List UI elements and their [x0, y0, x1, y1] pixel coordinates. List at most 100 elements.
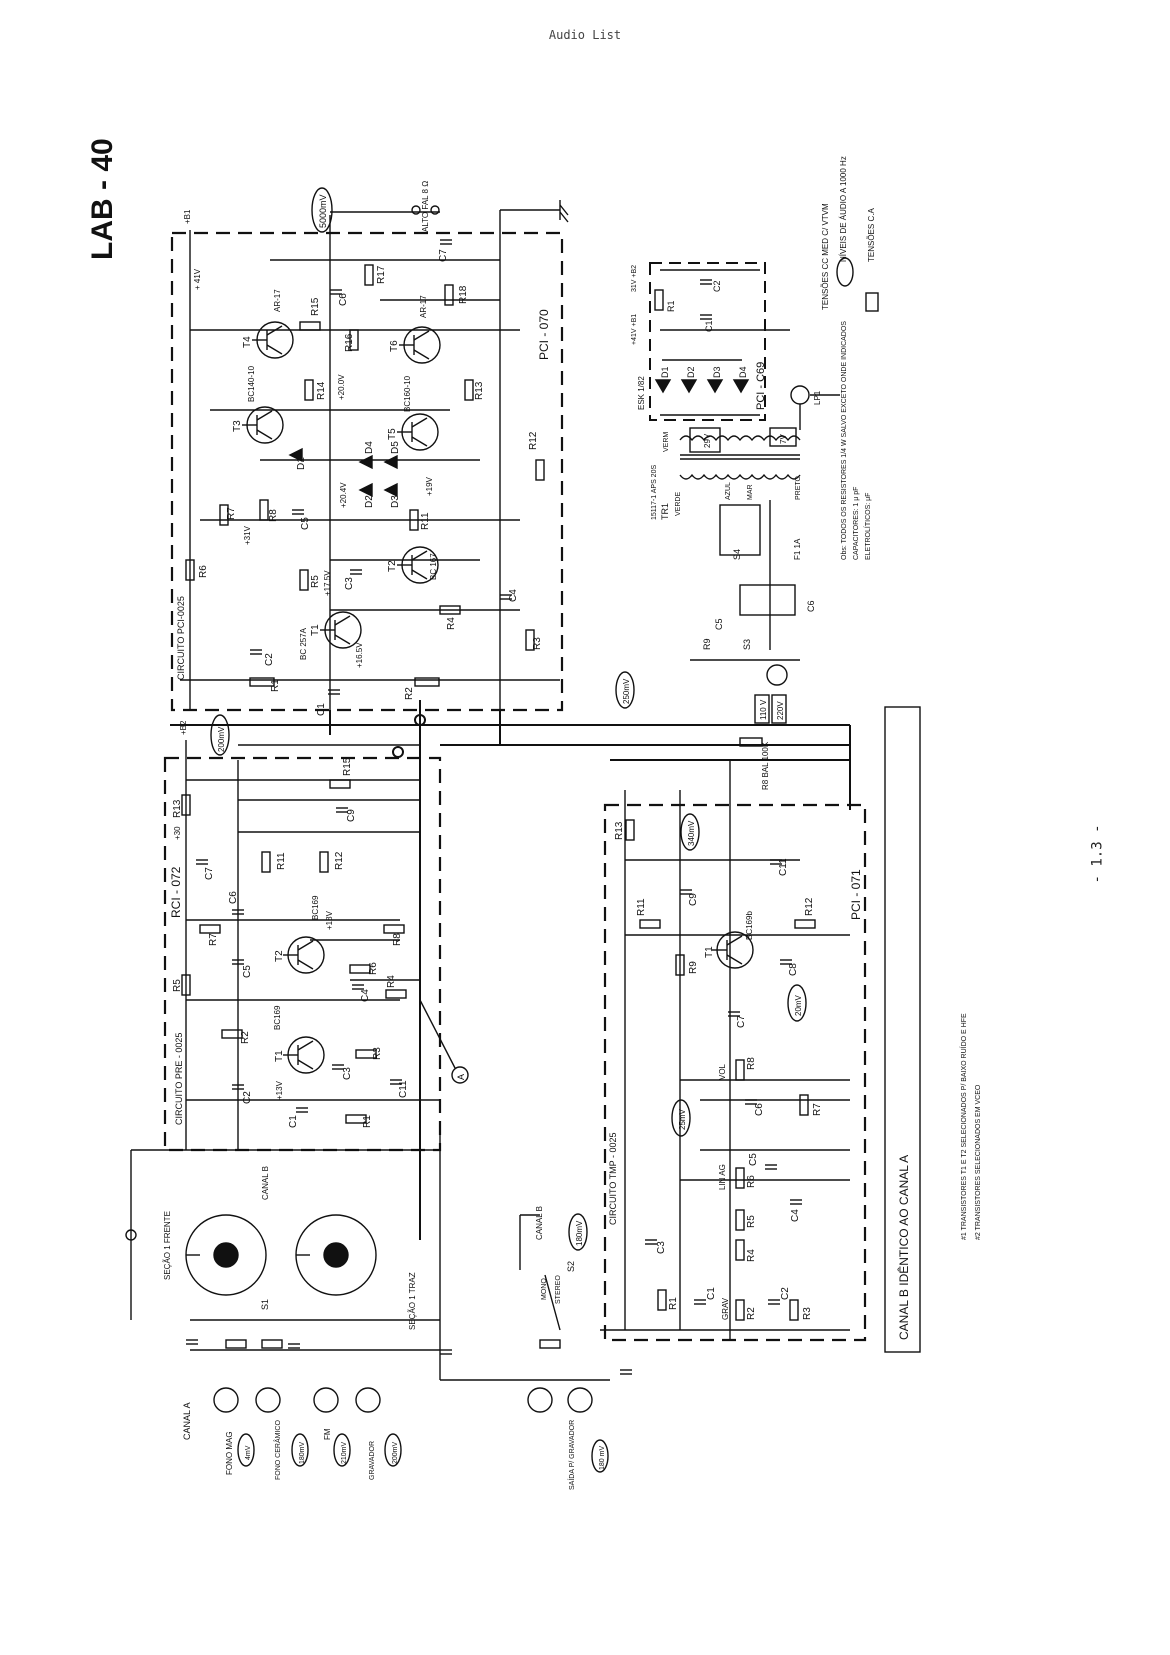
preamp-c1 — [296, 1107, 308, 1113]
t5-label: T5 — [387, 428, 398, 440]
preamp-r13-label: R13 — [172, 799, 183, 818]
power-amp-board-label: PCI - 070 — [537, 309, 551, 360]
power-amp-board: PCI - 070 CIRCUITO PCI-0025 — [170, 181, 569, 740]
capacitor-c2 — [250, 649, 262, 655]
preamp-r6 — [349, 964, 371, 974]
preamp-r1 — [345, 1114, 367, 1124]
preamp-c3-label: C3 — [342, 1067, 353, 1080]
capacitor-c6 — [330, 289, 342, 295]
resistor-r6 — [185, 559, 195, 581]
preamp-r12 — [319, 851, 329, 873]
c5-label: C5 — [300, 517, 311, 530]
psu-d4-label: D4 — [738, 366, 748, 378]
r2-label: R2 — [404, 687, 415, 700]
tone-circuit-label: CIRCUITO TMP - 0025 — [608, 1132, 618, 1225]
note-capacitores: CAPACITORES: 1 μ pF — [853, 487, 860, 560]
tone-c9 — [680, 889, 692, 895]
jack-saida-2[interactable] — [567, 1387, 593, 1413]
preamp-c7 — [196, 859, 208, 865]
label-gravador: GRAVADOR — [369, 1441, 376, 1480]
psu-tr1: TR1 — [660, 503, 670, 520]
preamp-c9-label: C9 — [346, 809, 357, 822]
t2-type: BC 167 — [429, 553, 438, 580]
label-fono-mag: FONO MAG — [225, 1431, 234, 1475]
note-tensoes-ca: TENSÕES C.A — [867, 208, 876, 262]
preamp-c9 — [336, 807, 348, 813]
mains-110-box — [754, 694, 770, 724]
label-saida: SAÍDA P/ GRAVADOR — [567, 1420, 576, 1490]
input-section: CANAL A FONO MAG 4mV FONO CERÂMICO 180mV… — [125, 1130, 632, 1490]
preamp-level: 200mV — [217, 726, 226, 752]
jack-fono-ceramico[interactable] — [255, 1387, 281, 1413]
label-stereo: STEREO — [555, 1275, 562, 1304]
input-c1 — [288, 1343, 300, 1349]
psu-sec7: 7V — [779, 434, 788, 444]
tone-r5 — [735, 1209, 745, 1231]
d3-label: D3 — [390, 495, 401, 508]
tone-r11-label: R11 — [636, 898, 647, 916]
tone-r13-label: R13 — [614, 821, 625, 840]
preamp-r8-label: R8 — [392, 933, 403, 946]
preamp-board-label: RCI - 072 — [169, 866, 183, 918]
label-saida-lvl: 180 mV — [599, 1446, 606, 1470]
preamp-c5 — [232, 959, 244, 965]
tone-c1 — [694, 1299, 706, 1305]
tone-transistor-t1 — [712, 931, 754, 969]
c1-label: C1 — [316, 703, 327, 716]
preamp-level-badge — [210, 714, 230, 756]
label-canal-b-input: CANAL B — [261, 1166, 270, 1200]
t3-type: BC140-10 — [247, 365, 256, 402]
output-r6 — [539, 1339, 561, 1349]
r16-label: R16 — [344, 333, 355, 352]
tone-vol: VOL — [718, 1063, 727, 1080]
capacitor-c6-box — [739, 584, 796, 616]
preamp-r2-label: R2 — [240, 1031, 251, 1044]
preamp-c7-label: C7 — [204, 867, 215, 880]
tone-c4 — [790, 1199, 802, 1205]
preamp-v-30: +30 — [173, 826, 182, 840]
tone-level-340-text: 340mV — [687, 820, 696, 846]
preamp-v-13: +13V — [275, 1080, 284, 1100]
capacitor-c7 — [440, 239, 452, 245]
psu-verde: VERDE — [675, 492, 682, 516]
v-19: +19V — [425, 476, 434, 496]
output-c2 — [620, 1369, 632, 1375]
tone-r12 — [794, 919, 816, 929]
tone-t1-type: BC169b — [745, 911, 754, 940]
psu-d2-label: D2 — [686, 366, 696, 378]
jack-gravador[interactable] — [355, 1387, 381, 1413]
note-niveis: NÍVEIS DE ÁUDIO A 1000 Hz — [839, 156, 848, 262]
tone-level-25-text: 25mV — [678, 1108, 687, 1130]
c7-label: C7 — [438, 249, 449, 262]
preamp-c2 — [232, 1084, 244, 1090]
mains-110: 110 V — [759, 699, 768, 720]
switch-s2 — [544, 1274, 561, 1331]
jack-fono-mag[interactable] — [213, 1387, 239, 1413]
input-c3 — [186, 1339, 198, 1345]
r6-label: R6 — [198, 565, 209, 578]
resistor-r7 — [219, 504, 229, 526]
tone-t1-label: T1 — [704, 946, 715, 958]
preamp-r13 — [181, 794, 191, 816]
note-tensoes: TENSÕES CC MED C/ VTVM — [821, 203, 830, 310]
d5-label: D5 — [390, 441, 401, 454]
tone-level-250 — [615, 671, 635, 709]
preamp-c6 — [232, 909, 244, 915]
tone-r4-label: R4 — [746, 1249, 757, 1262]
v-41: + 41V — [193, 268, 202, 290]
tone-level-180 — [568, 1213, 588, 1251]
resistor-r13 — [464, 379, 474, 401]
jack-saida-1[interactable] — [527, 1387, 553, 1413]
s1-ground-node — [125, 1229, 137, 1241]
r14-label: R14 — [316, 381, 327, 400]
psu-c1 — [700, 314, 712, 320]
t2-label: T2 — [387, 560, 398, 572]
tone-r2 — [735, 1299, 745, 1321]
tone-r9-label: R9 — [688, 961, 699, 974]
t4-label: T4 — [242, 336, 253, 348]
resistor-r12 — [535, 459, 545, 481]
psu-s3: S3 — [742, 639, 752, 650]
jack-fm[interactable] — [313, 1387, 339, 1413]
preamp-c6-label: C6 — [228, 891, 239, 904]
tone-bal-pot — [739, 737, 763, 747]
